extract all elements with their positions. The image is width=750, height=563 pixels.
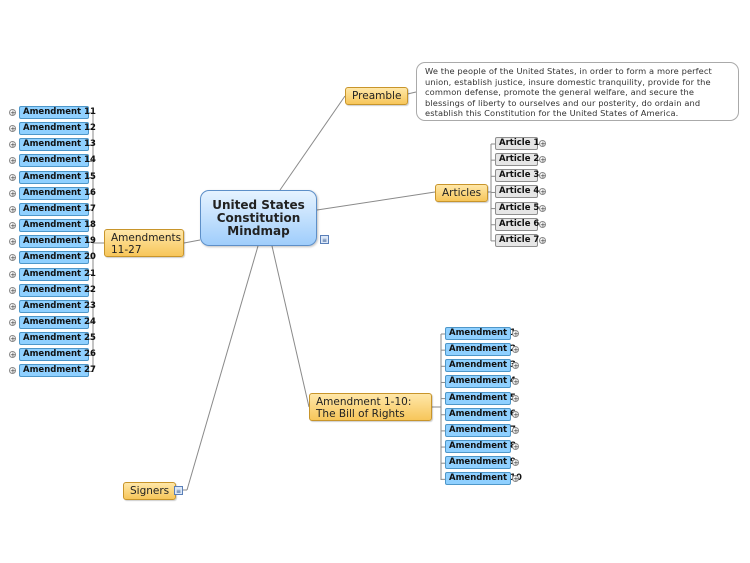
amendment-node[interactable]: Amendment 19 bbox=[19, 235, 96, 249]
expand-plus-icon[interactable]: + bbox=[9, 222, 16, 231]
expand-plus-icon[interactable]: + bbox=[9, 302, 16, 311]
expand-plus-icon[interactable]: + bbox=[539, 156, 546, 165]
amendment-node[interactable]: Amendment 15 bbox=[19, 170, 96, 184]
amendment-node[interactable]: Amendment 9 bbox=[445, 456, 516, 470]
amendments-11-27-label: Amendments 11-27 bbox=[111, 232, 182, 256]
amendment-node[interactable]: Amendment 26 bbox=[19, 348, 96, 362]
expand-plus-icon[interactable]: + bbox=[512, 394, 519, 403]
expand-plus-icon[interactable]: + bbox=[9, 205, 16, 214]
amendment-node[interactable]: Amendment 13 bbox=[19, 138, 96, 152]
amendment-node[interactable]: Amendment 21 bbox=[19, 267, 96, 281]
amendment-node[interactable]: Amendment 2 bbox=[445, 343, 516, 357]
amendment-node[interactable]: Amendment 24 bbox=[19, 315, 96, 329]
expand-plus-icon[interactable]: + bbox=[9, 238, 16, 247]
expand-plus-icon[interactable]: + bbox=[9, 173, 16, 182]
amendment-node[interactable]: Amendment 7 bbox=[445, 423, 516, 437]
amendment-node[interactable]: Amendment 27 bbox=[19, 364, 96, 378]
signers-label: Signers bbox=[130, 485, 170, 497]
expand-plus-icon[interactable]: + bbox=[512, 426, 519, 435]
expand-plus-icon[interactable]: + bbox=[9, 351, 16, 360]
amendment-node[interactable]: Amendment 3 bbox=[445, 359, 516, 373]
connector-line bbox=[316, 191, 436, 211]
article-node[interactable]: Article 1 bbox=[495, 137, 539, 150]
amendment-node[interactable]: Amendment 4 bbox=[445, 375, 516, 389]
expand-plus-icon[interactable]: + bbox=[9, 367, 16, 376]
expand-plus-icon[interactable]: + bbox=[512, 443, 519, 452]
expand-plus-icon[interactable]: + bbox=[9, 189, 16, 198]
article-node[interactable]: Article 2 bbox=[495, 153, 539, 167]
topic-signers[interactable]: Signers bbox=[123, 482, 177, 500]
amendment-node[interactable]: Amendment 25 bbox=[19, 332, 96, 346]
amendment-node[interactable]: Amendment 18 bbox=[19, 219, 96, 233]
expand-plus-icon[interactable]: + bbox=[9, 270, 16, 279]
central-title: United States Constitution Mindmap bbox=[212, 197, 305, 238]
bill-of-rights-label: Amendment 1-10: The Bill of Rights bbox=[316, 396, 412, 420]
articles-label: Articles bbox=[442, 187, 482, 199]
preamble-text: We the people of the United States, in o… bbox=[425, 66, 712, 119]
amendment-node[interactable]: Amendment 14 bbox=[19, 154, 96, 168]
connector-line bbox=[186, 245, 259, 491]
expand-plus-icon[interactable]: + bbox=[9, 286, 16, 295]
topic-articles[interactable]: Articles bbox=[435, 184, 489, 202]
central-topic[interactable]: United States Constitution Mindmap bbox=[200, 190, 317, 246]
expand-plus-icon[interactable]: + bbox=[9, 318, 16, 327]
expand-plus-icon[interactable]: + bbox=[9, 335, 16, 344]
amendment-node[interactable]: Amendment 20 bbox=[19, 251, 96, 265]
expand-plus-icon[interactable]: + bbox=[539, 140, 546, 148]
amendment-node[interactable]: Amendment 11 bbox=[19, 106, 96, 119]
preamble-note: We the people of the United States, in o… bbox=[416, 62, 739, 121]
expand-plus-icon[interactable]: + bbox=[539, 204, 546, 213]
article-node[interactable]: Article 5 bbox=[495, 201, 539, 215]
topic-amendments-11-27[interactable]: Amendments 11-27 bbox=[104, 229, 184, 257]
expand-plus-icon[interactable]: + bbox=[9, 141, 16, 150]
amendment-node[interactable]: Amendment 5 bbox=[445, 391, 516, 405]
expand-plus-icon[interactable]: + bbox=[512, 378, 519, 387]
expand-plus-icon[interactable]: + bbox=[512, 362, 519, 371]
expand-plus-icon[interactable]: + bbox=[539, 188, 546, 197]
topic-bill-of-rights[interactable]: Amendment 1-10: The Bill of Rights bbox=[309, 393, 432, 421]
amendment-node[interactable]: Amendment 16 bbox=[19, 186, 96, 200]
article-node[interactable]: Article 3 bbox=[495, 169, 539, 183]
article-node[interactable]: Article 4 bbox=[495, 185, 539, 199]
expand-plus-icon[interactable]: + bbox=[539, 172, 546, 181]
expand-plus-icon[interactable]: + bbox=[512, 459, 519, 468]
connector-line bbox=[183, 239, 201, 244]
signers-note-icon[interactable]: ≡ bbox=[174, 486, 183, 495]
expand-plus-icon[interactable]: + bbox=[9, 109, 16, 117]
topic-preamble[interactable]: Preamble bbox=[345, 87, 409, 105]
article-node[interactable]: Article 7 bbox=[495, 233, 539, 247]
expand-plus-icon[interactable]: + bbox=[9, 254, 16, 263]
amendment-node[interactable]: Amendment 8 bbox=[445, 440, 516, 454]
amendment-node[interactable]: Amendment 6 bbox=[445, 407, 516, 421]
amendment-node[interactable]: Amendment 10 bbox=[445, 472, 522, 486]
expand-plus-icon[interactable]: + bbox=[512, 475, 519, 484]
preamble-label: Preamble bbox=[352, 90, 402, 102]
expand-plus-icon[interactable]: + bbox=[512, 346, 519, 355]
connector-line bbox=[279, 95, 346, 191]
article-node[interactable]: Article 6 bbox=[495, 217, 539, 231]
amendment-node[interactable]: Amendment 17 bbox=[19, 202, 96, 216]
amendment-node[interactable]: Amendment 12 bbox=[19, 122, 96, 136]
expand-plus-icon[interactable]: + bbox=[9, 125, 16, 134]
expand-plus-icon[interactable]: + bbox=[539, 236, 546, 245]
amendment-node[interactable]: Amendment 23 bbox=[19, 299, 96, 313]
expand-plus-icon[interactable]: + bbox=[512, 410, 519, 419]
expand-plus-icon[interactable]: + bbox=[9, 157, 16, 166]
amendment-node[interactable]: Amendment 1 bbox=[445, 327, 516, 340]
amendment-node[interactable]: Amendment 22 bbox=[19, 283, 96, 297]
central-note-icon[interactable]: ≡ bbox=[320, 235, 329, 244]
connector-line bbox=[271, 245, 310, 408]
expand-plus-icon[interactable]: + bbox=[512, 330, 519, 338]
expand-plus-icon[interactable]: + bbox=[539, 220, 546, 229]
